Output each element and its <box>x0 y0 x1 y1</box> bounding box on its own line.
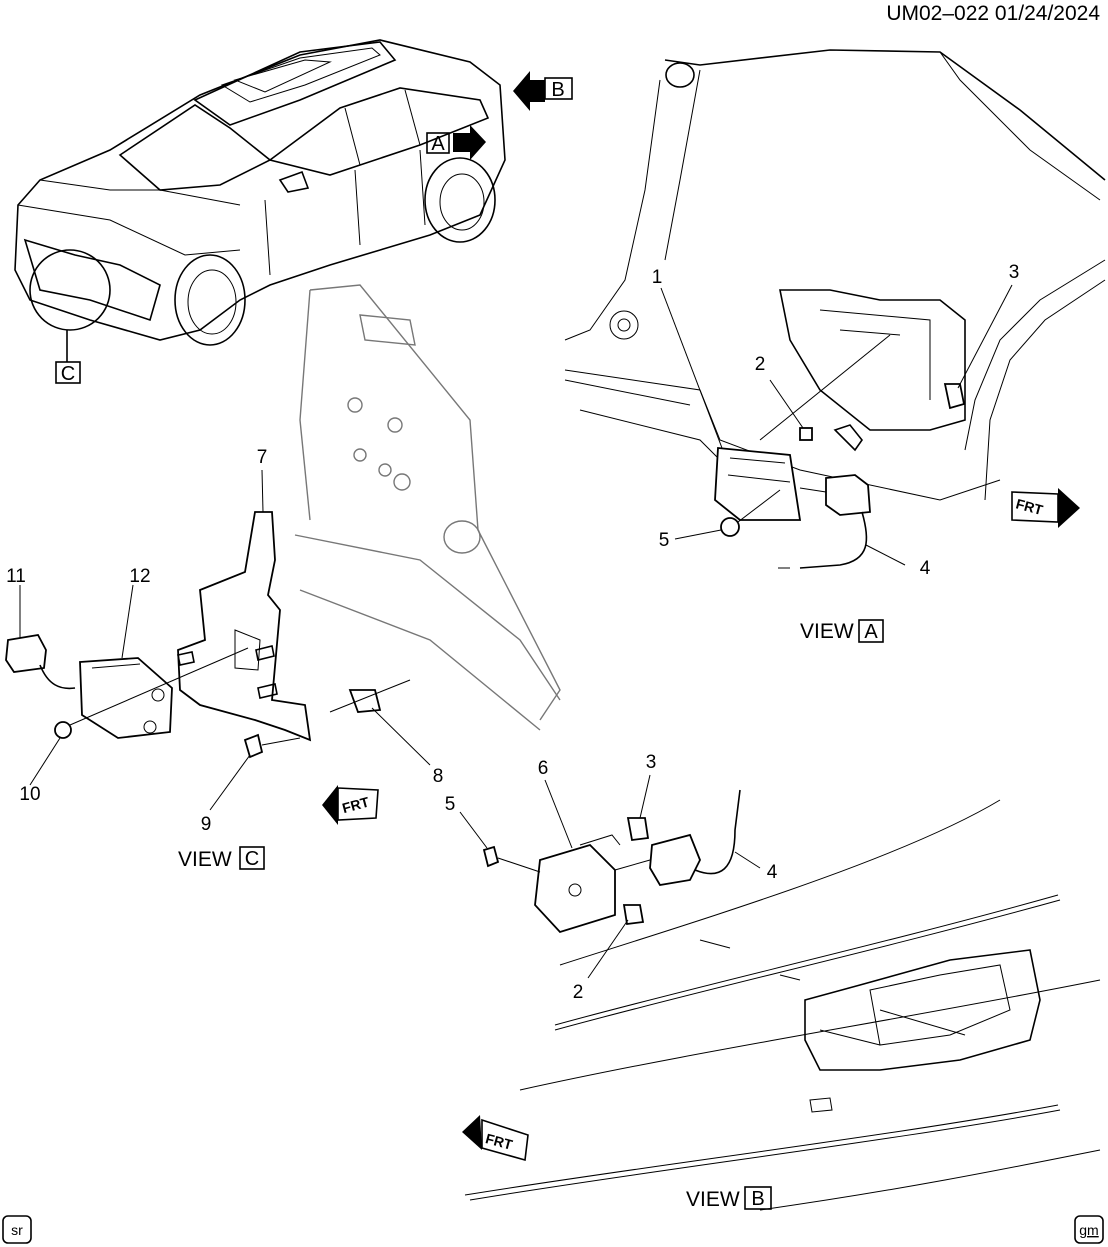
svg-text:10: 10 <box>19 784 40 805</box>
frt-marker-view-b: FRT <box>462 1115 529 1162</box>
view-c-caption: VIEW <box>178 848 232 871</box>
svg-text:3: 3 <box>646 752 657 773</box>
view-a-caption: VIEW <box>800 620 854 643</box>
svg-text:2: 2 <box>573 982 584 1003</box>
view-c-tag <box>55 361 81 384</box>
svg-text:FRT: FRT <box>340 793 371 816</box>
svg-text:C: C <box>245 848 259 870</box>
svg-text:B: B <box>751 1188 764 1210</box>
vehicle-illustration: C A B <box>14 39 573 385</box>
svg-text:12: 12 <box>129 566 150 587</box>
view-a-illustration: 1 2 3 4 5 FRT VIEW A <box>564 49 1106 643</box>
svg-text:5: 5 <box>659 530 670 551</box>
view-c-illustration: 7 8 9 10 11 12 FRT VIEW C <box>5 284 561 871</box>
svg-text:A: A <box>431 133 445 155</box>
svg-text:4: 4 <box>920 558 931 579</box>
svg-text:11: 11 <box>6 566 26 587</box>
svg-text:FRT: FRT <box>1014 495 1045 518</box>
svg-text:5: 5 <box>445 794 456 815</box>
svg-text:4: 4 <box>767 862 778 883</box>
svg-text:A: A <box>864 621 878 643</box>
svg-text:9: 9 <box>201 814 212 835</box>
svg-text:6: 6 <box>538 758 549 779</box>
gm-logo: gm <box>1074 1215 1104 1244</box>
detail-circle-c <box>29 249 111 331</box>
svg-text:2: 2 <box>755 354 766 375</box>
view-b-illustration: 6 3 4 5 2 FRT VIEW B <box>445 752 1101 1211</box>
svg-text:1: 1 <box>652 267 663 288</box>
view-a-tag <box>426 132 450 154</box>
document-id: UM02–022 01/24/2024 <box>886 2 1100 25</box>
svg-text:8: 8 <box>433 766 444 787</box>
svg-text:gm: gm <box>1079 1222 1098 1238</box>
frt-marker-view-c: FRT <box>322 785 379 825</box>
sr-logo: sr <box>2 1215 32 1244</box>
svg-text:3: 3 <box>1009 262 1020 283</box>
view-a-arrow <box>453 125 486 160</box>
view-b-arrow <box>513 71 545 111</box>
svg-text:FRT: FRT <box>484 1130 515 1153</box>
frt-marker-view-a: FRT <box>1011 488 1080 528</box>
svg-text:sr: sr <box>11 1222 23 1238</box>
svg-text:7: 7 <box>257 447 268 468</box>
svg-text:B: B <box>551 79 564 101</box>
svg-text:C: C <box>61 363 75 385</box>
view-b-caption: VIEW <box>686 1188 740 1211</box>
